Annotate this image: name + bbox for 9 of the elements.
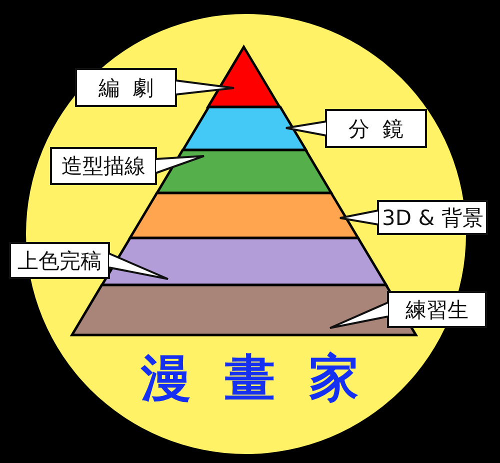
callout-pointer bbox=[108, 252, 169, 280]
callout-label: 3D & 背景 bbox=[377, 200, 488, 235]
callout-pointer bbox=[339, 210, 379, 226]
callout-pointer bbox=[155, 155, 205, 174]
callout-label: 分鏡 bbox=[325, 109, 427, 148]
callout-pointer bbox=[285, 120, 327, 136]
callout-label: 編劇 bbox=[75, 68, 177, 107]
callout-pointer bbox=[329, 302, 389, 329]
title-text: 漫畫家 bbox=[140, 350, 393, 406]
